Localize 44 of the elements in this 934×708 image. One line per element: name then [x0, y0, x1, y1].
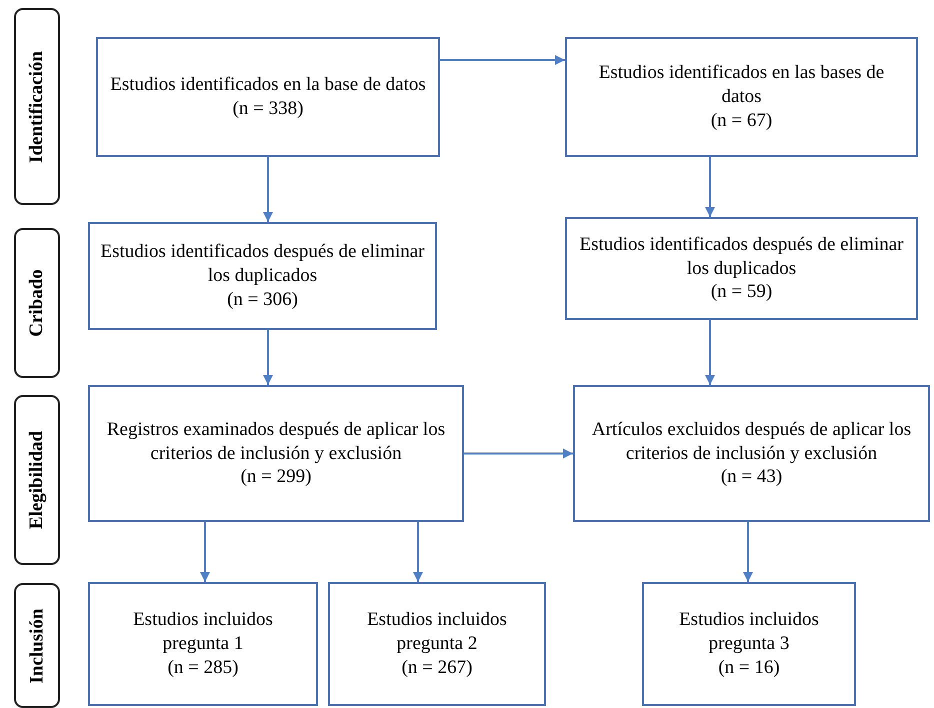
count-text: (n = 285)	[168, 656, 238, 680]
arrow	[263, 330, 273, 385]
stage-band	[14, 8, 60, 205]
stage-label: Elegibilidad	[26, 430, 48, 530]
stage-band	[14, 228, 60, 378]
process-box	[88, 385, 464, 522]
stage-band	[14, 395, 60, 565]
process-box	[88, 222, 437, 330]
count-text: (n = 59)	[710, 280, 772, 304]
process-box	[565, 37, 918, 157]
box-text: Estudios incluidos pregunta 2	[366, 608, 508, 656]
arrow	[263, 157, 273, 222]
arrow	[464, 448, 573, 458]
count-text: (n = 299)	[240, 465, 312, 490]
process-box	[573, 385, 930, 522]
count-text: (n = 16)	[718, 656, 780, 680]
process-box	[328, 582, 546, 706]
process-box	[88, 582, 318, 706]
box-text: Estudios identificados en la base de datos	[110, 73, 426, 97]
stage-label: Cribado	[26, 269, 48, 337]
box-text: Estudios incluidos pregunta 1	[132, 608, 274, 656]
box-text: Estudios identificados después de eliminar los duplicados	[578, 232, 904, 280]
stage-band	[14, 583, 60, 708]
arrow	[413, 522, 423, 582]
count-text: (n = 43)	[720, 465, 782, 490]
box-text: Artículos excluidos después de aplicar los criterios de inclusión y exclusión	[590, 418, 912, 466]
count-text: (n = 67)	[710, 108, 772, 133]
arrow	[705, 157, 715, 217]
arrow	[743, 522, 753, 582]
arrow	[705, 320, 715, 385]
box-text: Registros examinados después de aplicar los criterios de inclusión y exclusión	[106, 418, 446, 466]
process-box	[565, 217, 918, 320]
count-text: (n = 267)	[402, 656, 472, 680]
box-text: Estudios identificados en las bases de datos	[598, 61, 886, 109]
box-text: Estudios identificados después de eliminar los duplicados	[100, 240, 425, 288]
process-box	[642, 582, 856, 706]
stage-label: Inclusión	[26, 608, 48, 683]
arrow	[200, 522, 210, 582]
box-text: Estudios incluidos pregunta 3	[678, 608, 820, 656]
process-box	[96, 37, 440, 157]
count-text: (n = 338)	[232, 97, 304, 121]
count-text: (n = 306)	[227, 288, 298, 312]
stage-label: Identificación	[26, 50, 48, 162]
arrow	[440, 55, 565, 65]
